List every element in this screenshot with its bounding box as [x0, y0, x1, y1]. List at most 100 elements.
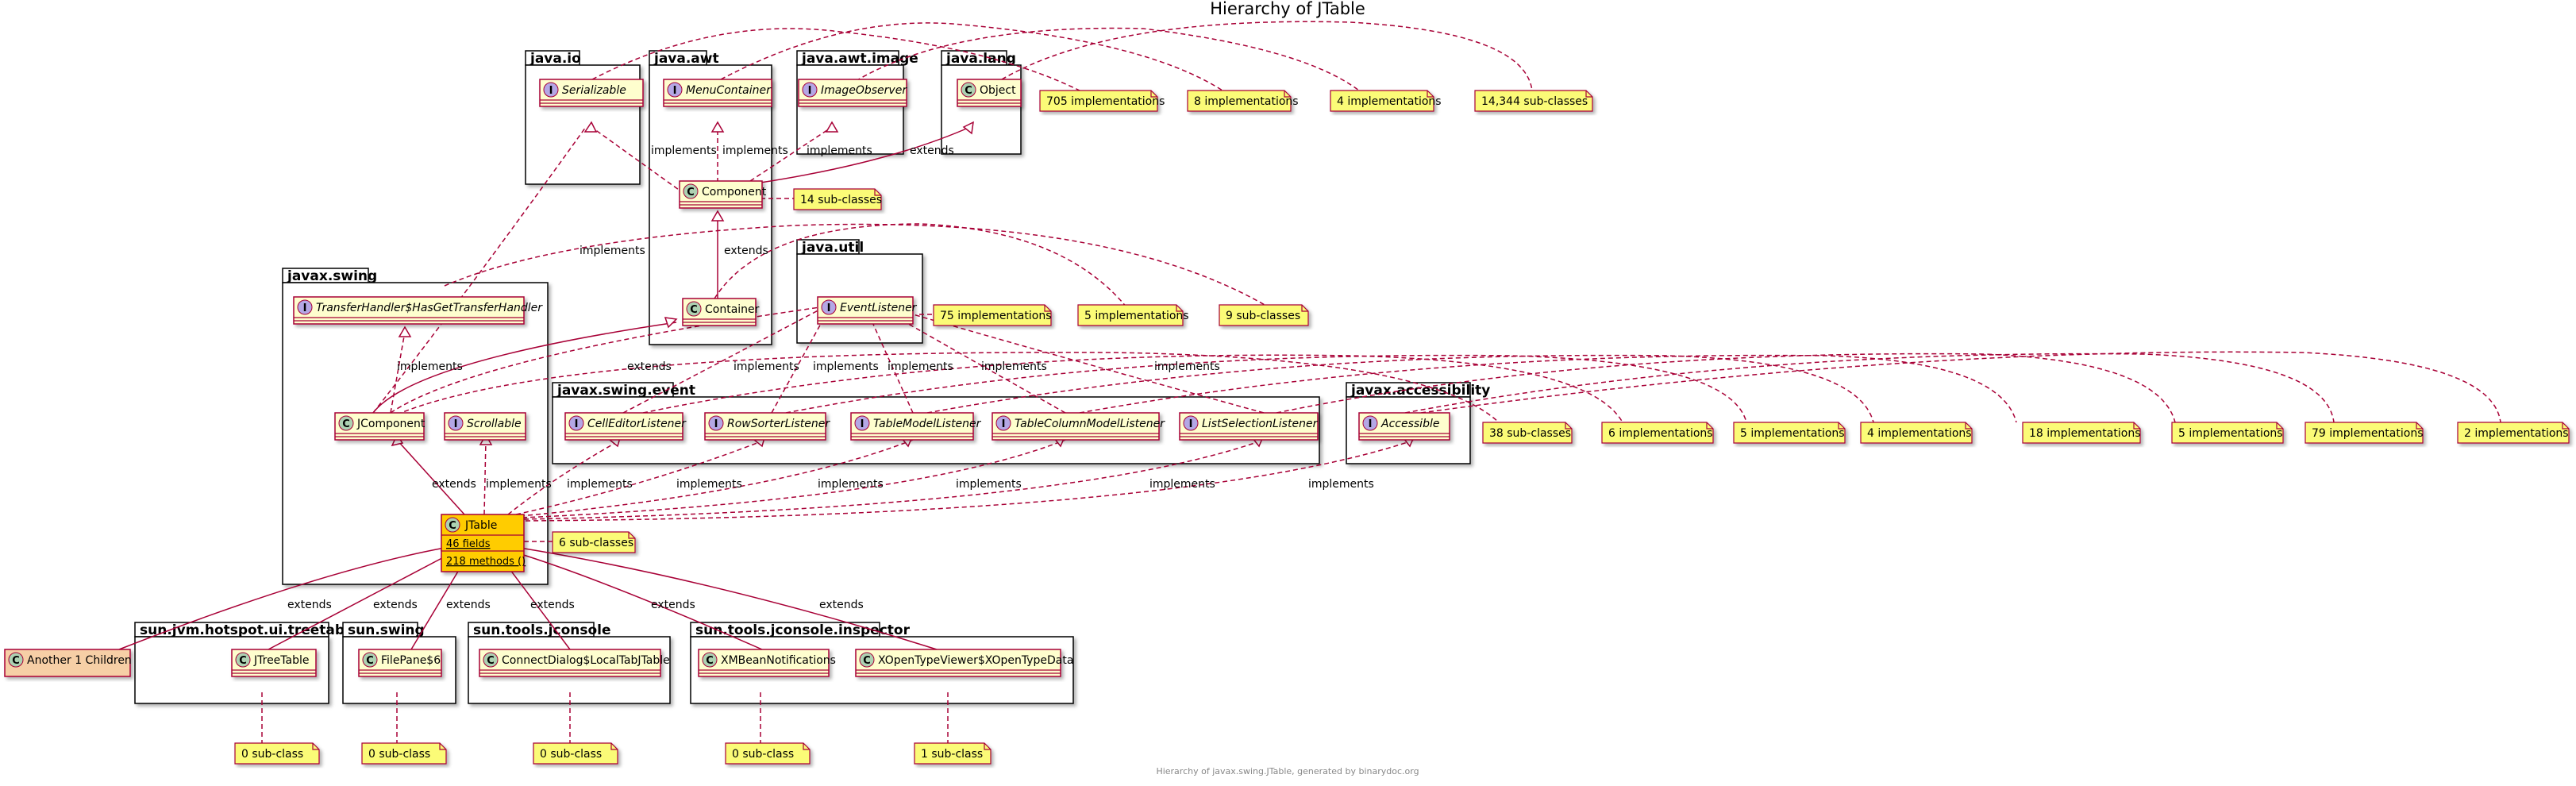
note-text: 4 implementations — [1337, 95, 1442, 108]
edge-jcomponent-transferhandler — [390, 331, 406, 414]
class-name: Serializable — [562, 84, 626, 97]
class-name: JTreeTable — [253, 654, 310, 667]
kind-glyph: C — [690, 304, 698, 316]
note-text: 0 sub-class — [540, 748, 602, 761]
note-link — [720, 22, 1223, 91]
class-icon — [686, 301, 702, 317]
kind-glyph: C — [366, 655, 374, 667]
count-note: 38 sub-classes — [1482, 422, 1573, 444]
methods-count[interactable]: 218 methods () — [446, 556, 526, 568]
edge-label: extends — [819, 599, 864, 611]
edge-label: implements — [397, 360, 463, 373]
class-name: ImageObserver — [821, 84, 907, 97]
edge-label: extends — [724, 245, 768, 257]
package-title: javax.swing.event — [556, 383, 695, 399]
note-link — [855, 27, 1360, 91]
kind-glyph: C — [687, 187, 695, 198]
package-title: javax.accessibility — [1350, 383, 1490, 399]
package-title: sun.tools.jconsole — [473, 622, 611, 638]
note-text: 14 sub-classes — [800, 194, 882, 206]
class-icon — [702, 652, 718, 668]
interface-icon — [995, 415, 1011, 431]
edge-label: extends — [432, 478, 476, 491]
note-text: 4 implementations — [1867, 427, 1972, 440]
edge-component-serializable — [591, 126, 685, 195]
edge-label: implements — [567, 478, 633, 491]
edge-jtable-tablecolumnmodellistener — [522, 439, 1066, 518]
fields-count[interactable]: 46 fields — [446, 538, 491, 550]
class-icon — [483, 652, 499, 668]
interface-icon — [297, 299, 313, 315]
class-icon — [8, 652, 24, 668]
edge-label: implements — [1308, 478, 1374, 491]
count-note: 75 implementations — [933, 304, 1052, 326]
interface-icon — [802, 82, 818, 98]
class-box-jtreetable[interactable]: C JTreeTable — [231, 649, 317, 677]
note-text: 8 implementations — [1194, 95, 1299, 108]
class-box-accessible[interactable]: I Accessible — [1358, 412, 1450, 441]
interface-icon — [1362, 415, 1378, 431]
interface-icon — [568, 415, 584, 431]
note-text: 5 implementations — [2178, 427, 2283, 440]
class-name: ListSelectionListener — [1202, 418, 1319, 430]
edge-label: implements — [888, 360, 953, 373]
count-note: 4 implementations — [1330, 90, 1442, 112]
note-link — [1404, 353, 2335, 423]
diagram-title: Hierarchy of JTable — [1210, 0, 1365, 18]
edge-label: extends — [627, 360, 672, 373]
package-title: java.lang — [945, 51, 1016, 67]
count-note: 79 implementations — [2305, 422, 2424, 444]
note-link — [642, 354, 1623, 423]
class-box-listselectionlistener[interactable]: I ListSelectionListener — [1179, 412, 1319, 441]
note-text: 9 sub-classes — [1226, 310, 1300, 322]
class-name: Accessible — [1380, 418, 1439, 430]
kind-glyph: I — [1369, 418, 1373, 430]
edge-label: implements — [1149, 478, 1215, 491]
kind-glyph: C — [239, 655, 247, 667]
edge-label: implements — [676, 478, 742, 491]
kind-glyph: I — [1189, 418, 1193, 430]
edge-jtable-celleditorlistener — [507, 439, 622, 515]
count-note: 6 implementations — [1601, 422, 1714, 444]
class-name: XOpenTypeViewer$XOpenTypeData — [878, 654, 1073, 667]
note-link — [591, 28, 1080, 91]
kind-glyph: I — [714, 418, 718, 430]
note-text: 2 implementations — [2464, 427, 2569, 440]
kind-glyph: I — [673, 85, 677, 97]
kind-glyph: I — [827, 302, 831, 314]
kind-glyph: I — [549, 85, 553, 97]
edge-rowsorter-eventlistener — [771, 306, 831, 414]
interface-icon — [821, 299, 837, 315]
kind-glyph: C — [706, 655, 714, 667]
count-note: 9 sub-classes — [1219, 304, 1309, 326]
edge-label: extends — [910, 144, 954, 157]
package-title: sun.tools.jconsole.inspector — [695, 622, 911, 638]
class-name: Scrollable — [467, 418, 522, 430]
count-note: 14,344 sub-classes — [1474, 90, 1593, 112]
class-box-serializable[interactable]: I Serializable — [539, 79, 644, 107]
class-name: Another 1 Children — [27, 654, 132, 667]
count-note: 18 implementations — [2022, 422, 2141, 444]
kind-glyph: C — [449, 520, 456, 532]
edge-label: implements — [981, 360, 1047, 373]
